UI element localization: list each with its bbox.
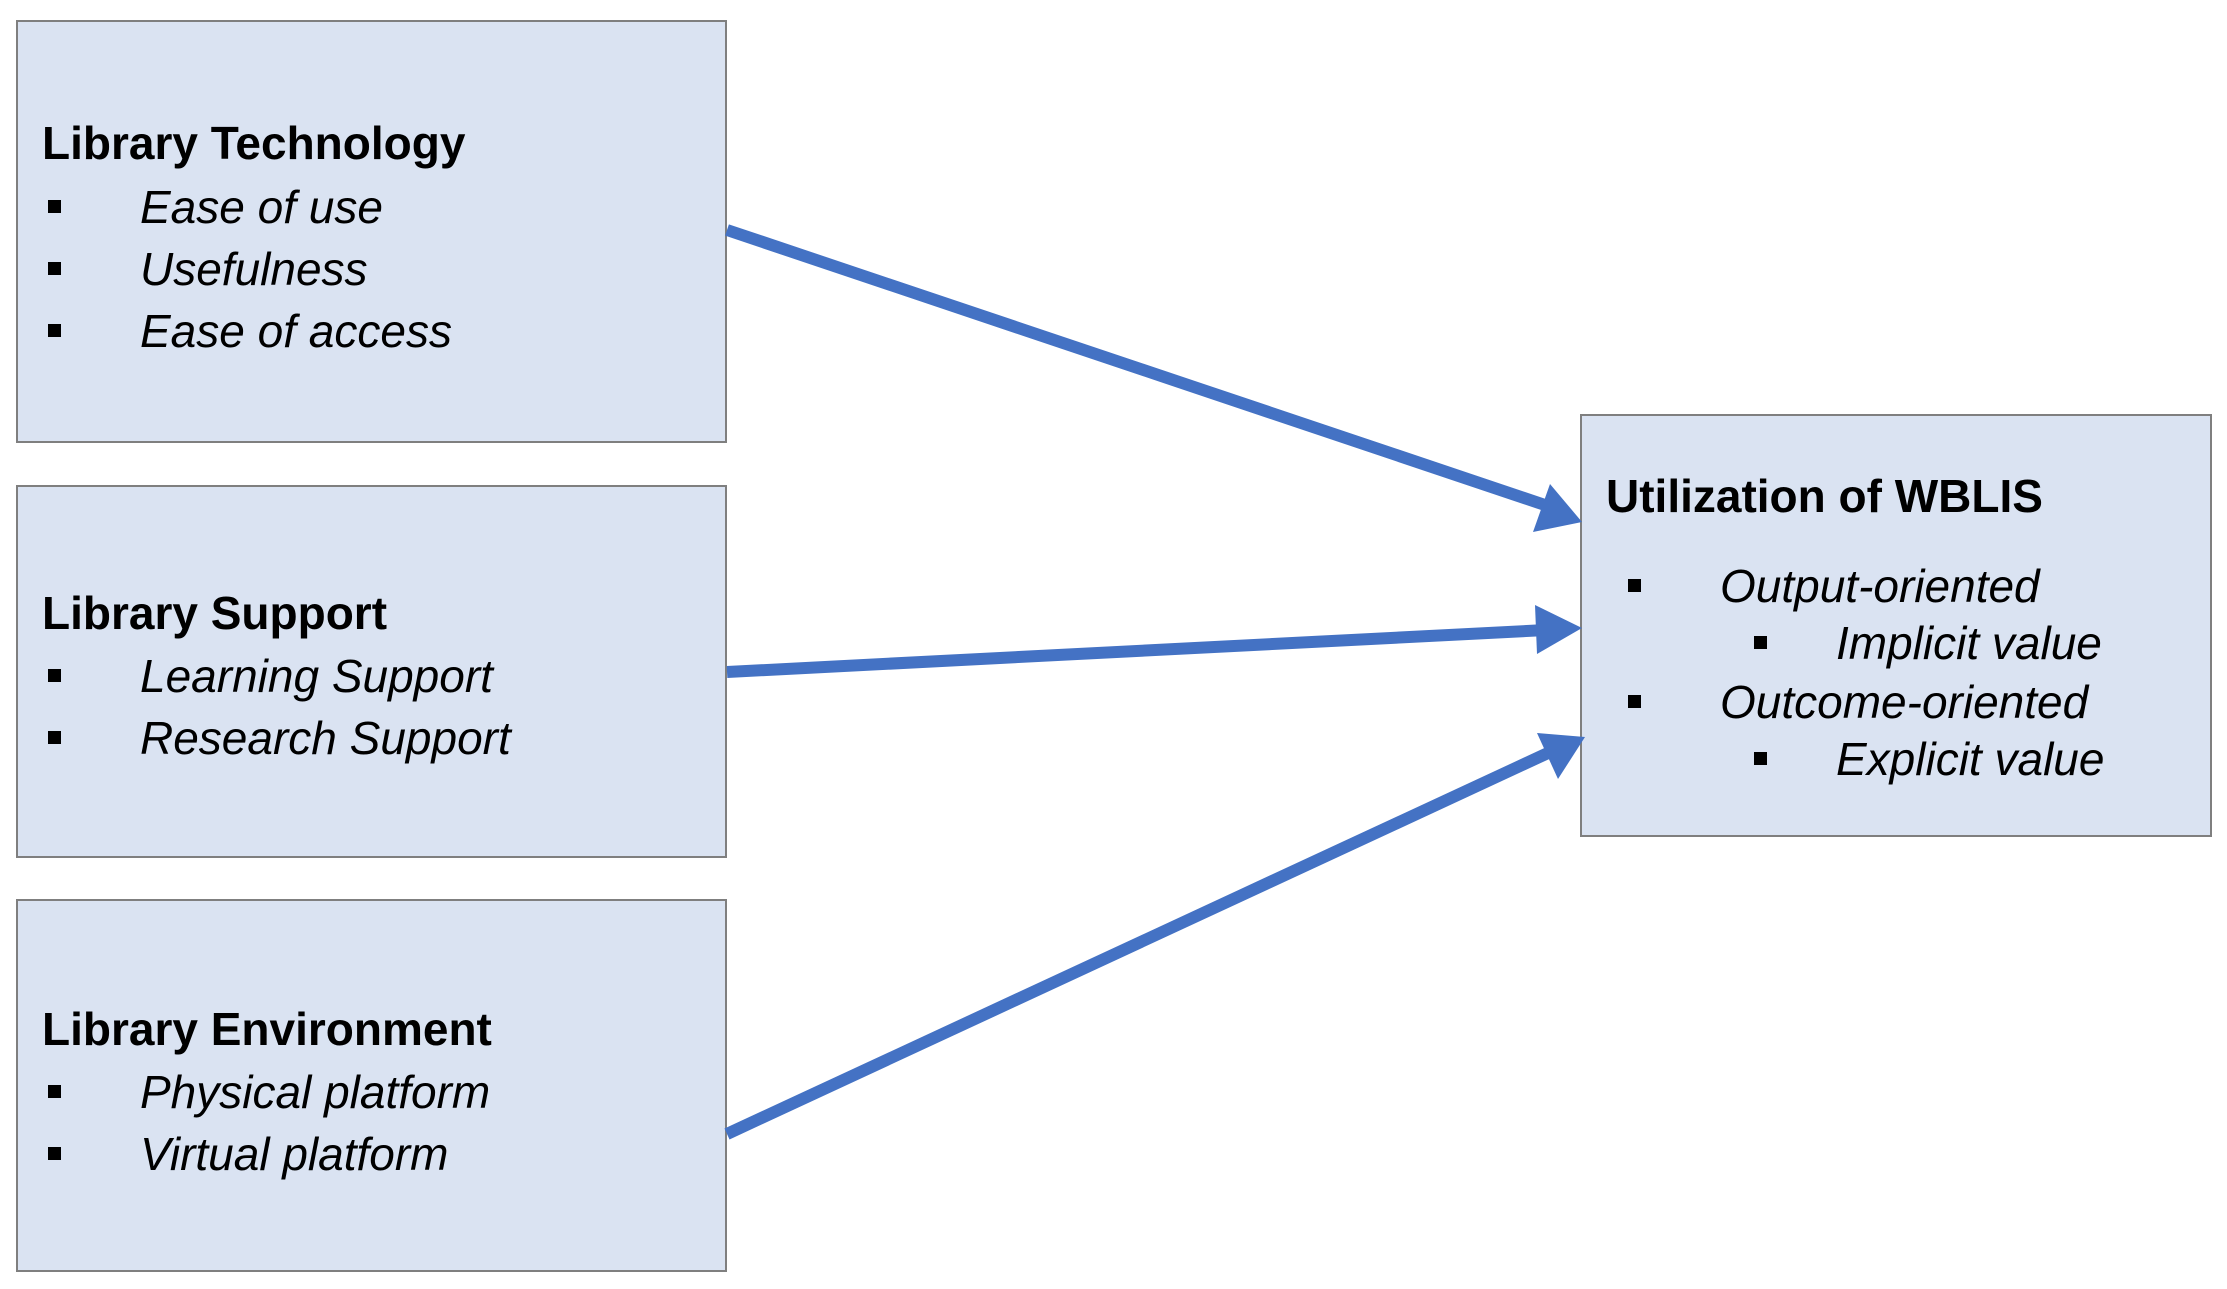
- library-environment-box: Library Environment Physical platform Vi…: [16, 899, 727, 1272]
- bullet-icon: [48, 1147, 61, 1160]
- bullet-icon: [1628, 695, 1641, 708]
- library-support-box: Library Support Learning Support Researc…: [16, 485, 727, 858]
- library-technology-box: Library Technology Ease of use Usefulnes…: [16, 20, 727, 443]
- library-environment-title: Library Environment: [42, 1003, 492, 1055]
- bullet-icon: [1628, 579, 1641, 592]
- utilization-title: Utilization of WBLIS: [1606, 470, 2043, 522]
- arrow-environment-to-utilization: [724, 733, 1585, 1140]
- bullet-icon: [48, 262, 61, 275]
- arrow-technology-to-utilization: [725, 224, 1582, 532]
- bullet-icon: [48, 731, 61, 744]
- arrow-support-to-utilization: [726, 605, 1582, 678]
- bullet-icon: [1754, 752, 1767, 765]
- bullet-icon: [48, 1085, 61, 1098]
- library-technology-title: Library Technology: [42, 117, 466, 169]
- bullet-icon: [48, 324, 61, 337]
- bullet-icon: [1754, 636, 1767, 649]
- bullet-icon: [48, 669, 61, 682]
- bullet-icon: [48, 200, 61, 213]
- library-support-title: Library Support: [42, 587, 388, 639]
- utilization-box: Utilization of WBLIS Output-oriented Imp…: [1580, 414, 2212, 837]
